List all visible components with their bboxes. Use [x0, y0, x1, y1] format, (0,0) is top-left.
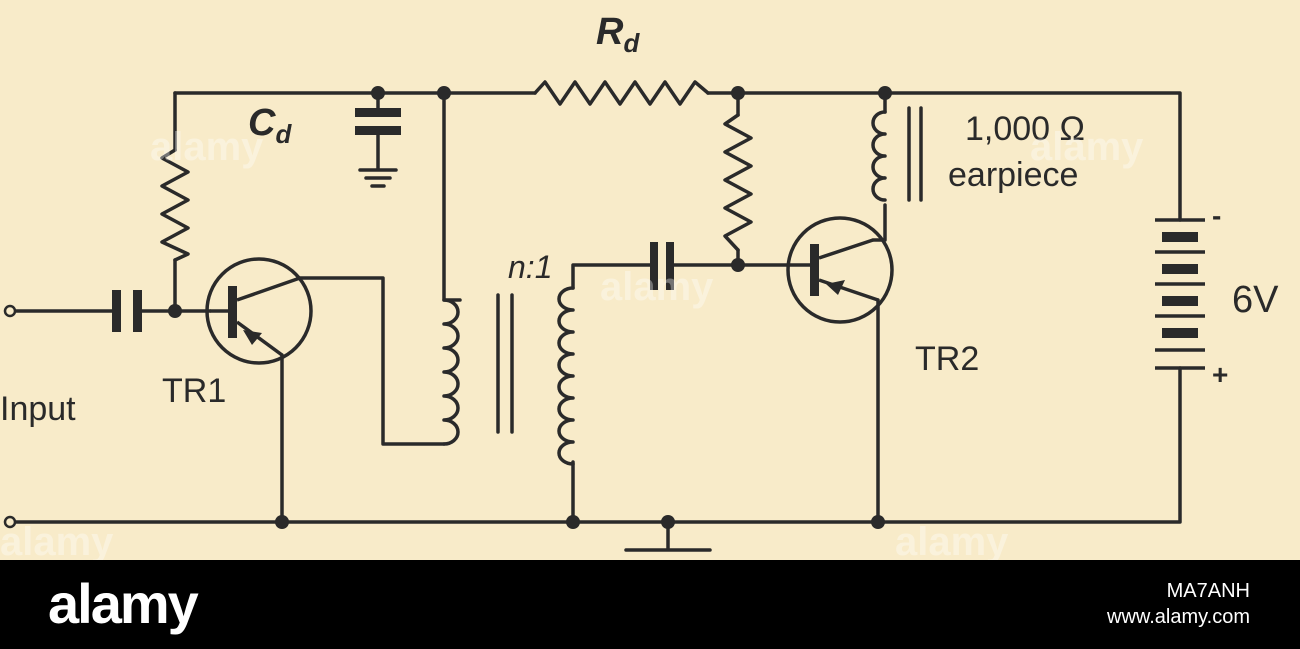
transistor-tr1: [205, 257, 313, 365]
label-battery-positive: +: [1212, 359, 1228, 390]
label-input: Input: [0, 390, 76, 428]
watermark-text: alamy: [1030, 125, 1144, 169]
resistor-tr2-bias: [723, 113, 753, 252]
bottom-rail-wire: [10, 366, 1182, 524]
brand-logo: alamy: [48, 572, 199, 635]
label-voltage: 6V: [1232, 279, 1279, 321]
stock-image-code: MA7ANH: [1166, 580, 1250, 602]
transformer-secondary-coil: [557, 286, 575, 466]
capacitor-coupling: [650, 242, 674, 290]
transformer-primary-coil: [442, 298, 460, 446]
label-tr1: TR1: [162, 372, 226, 410]
junction-dot: [878, 86, 892, 100]
stock-footer-bar: alamy MA7ANH www.alamy.com: [0, 560, 1300, 649]
watermark-text: alamy: [600, 265, 714, 309]
junction-dot: [566, 515, 580, 529]
transformer-core: [496, 293, 514, 434]
ground-terminal: [3, 515, 17, 529]
junction-dot: [871, 515, 885, 529]
label-earpiece-ohms: 1,000 Ω: [965, 110, 1085, 148]
junction-dot: [168, 304, 182, 318]
battery-6v: [1155, 218, 1205, 370]
watermark-text: alamy: [0, 520, 114, 560]
label-earpiece: earpiece: [948, 156, 1078, 194]
junction-dot: [661, 515, 675, 529]
earpiece-coil: [871, 110, 887, 202]
capacitor-cd: [355, 108, 401, 135]
input-terminal: [3, 304, 17, 318]
label-battery-negative: -: [1212, 200, 1221, 231]
label-rd: Rd: [596, 11, 640, 58]
label-tr2: TR2: [915, 340, 979, 378]
circuit-diagram: Rd Cd 1,000 Ω earpiece n:1 6V - + TR1 TR…: [0, 0, 1300, 560]
junction-dot: [731, 258, 745, 272]
label-cd: Cd: [248, 102, 292, 149]
junction-dot: [275, 515, 289, 529]
transistor-tr2: [786, 216, 894, 324]
junction-dot: [437, 86, 451, 100]
junction-dot: [731, 86, 745, 100]
label-turns-ratio: n:1: [508, 249, 552, 285]
resistor-tr1-bias: [160, 148, 190, 262]
junction-dot: [371, 86, 385, 100]
capacitor-input: [112, 290, 142, 332]
resistor-rd: [533, 80, 710, 106]
site-url-link[interactable]: www.alamy.com: [1107, 606, 1250, 628]
top-rail-wire: [173, 91, 1182, 222]
watermark-text: alamy: [895, 520, 1009, 560]
earpiece-core: [907, 106, 923, 202]
watermark-text: alamy: [150, 125, 264, 169]
cd-branch: [358, 91, 398, 188]
